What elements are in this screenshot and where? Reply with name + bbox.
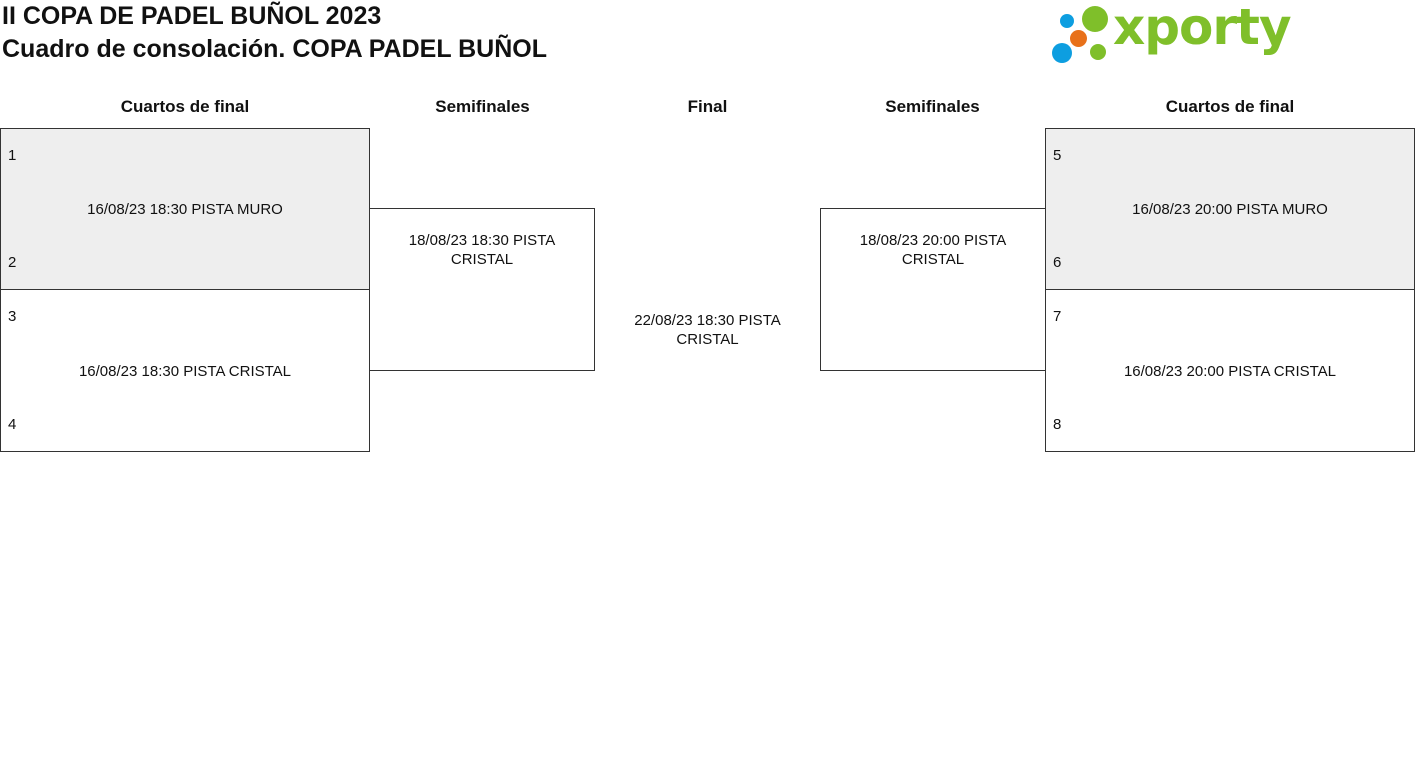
- match-qf4[interactable]: 7 16/08/23 20:00 PISTA CRISTAL 8: [1045, 289, 1415, 452]
- match-schedule: 16/08/23 18:30 PISTA MURO: [87, 201, 283, 218]
- seed-label: 1: [8, 147, 17, 164]
- match-qf3[interactable]: 5 16/08/23 20:00 PISTA MURO 6: [1045, 128, 1415, 290]
- match-schedule: 18/08/23 18:30 PISTA CRISTAL: [408, 232, 556, 268]
- bracket-page: II COPA DE PADEL BUÑOL 2023 Cuadro de co…: [0, 0, 1415, 452]
- logo-dot-blue-large-icon: [1052, 43, 1072, 63]
- logo-dot-blue-small-icon: [1060, 14, 1074, 28]
- seed-label: 3: [8, 308, 17, 325]
- match-schedule: 16/08/23 20:00 PISTA CRISTAL: [1123, 363, 1337, 380]
- seed-label: 7: [1053, 308, 1062, 325]
- match-final[interactable]: 22/08/23 18:30 PISTA CRISTAL: [634, 312, 781, 348]
- seed-label: 8: [1053, 416, 1062, 433]
- round-label-right-semis: Semifinales: [885, 97, 980, 116]
- logo-dot-green-small-icon: [1090, 44, 1106, 60]
- match-sf-left[interactable]: 18/08/23 18:30 PISTA CRISTAL: [369, 208, 595, 371]
- seed-label: 6: [1053, 254, 1062, 271]
- logo-wordmark: xporty: [1113, 0, 1292, 56]
- match-qf2[interactable]: 3 16/08/23 18:30 PISTA CRISTAL 4: [0, 289, 370, 452]
- match-schedule: 18/08/23 20:00 PISTA CRISTAL: [859, 232, 1007, 268]
- match-schedule: 16/08/23 20:00 PISTA MURO: [1132, 201, 1328, 218]
- match-sf-right[interactable]: 18/08/23 20:00 PISTA CRISTAL: [820, 208, 1046, 371]
- seed-label: 5: [1053, 147, 1062, 164]
- page-title: II COPA DE PADEL BUÑOL 2023: [2, 2, 382, 30]
- round-label-left-quarters: Cuartos de final: [120, 97, 250, 116]
- logo-dot-green-icon: [1082, 6, 1108, 32]
- seed-label: 2: [8, 254, 17, 271]
- seed-label: 4: [8, 416, 17, 433]
- xporty-logo: xporty: [1050, 0, 1292, 66]
- page-subtitle: Cuadro de consolación. COPA PADEL BUÑOL: [2, 35, 547, 63]
- round-label-final: Final: [687, 97, 728, 116]
- round-label-right-quarters: Cuartos de final: [1165, 97, 1295, 116]
- match-schedule: 16/08/23 18:30 PISTA CRISTAL: [78, 363, 292, 380]
- round-label-left-semis: Semifinales: [435, 97, 530, 116]
- logo-dot-orange-icon: [1070, 30, 1087, 47]
- match-qf1[interactable]: 1 16/08/23 18:30 PISTA MURO 2: [0, 128, 370, 290]
